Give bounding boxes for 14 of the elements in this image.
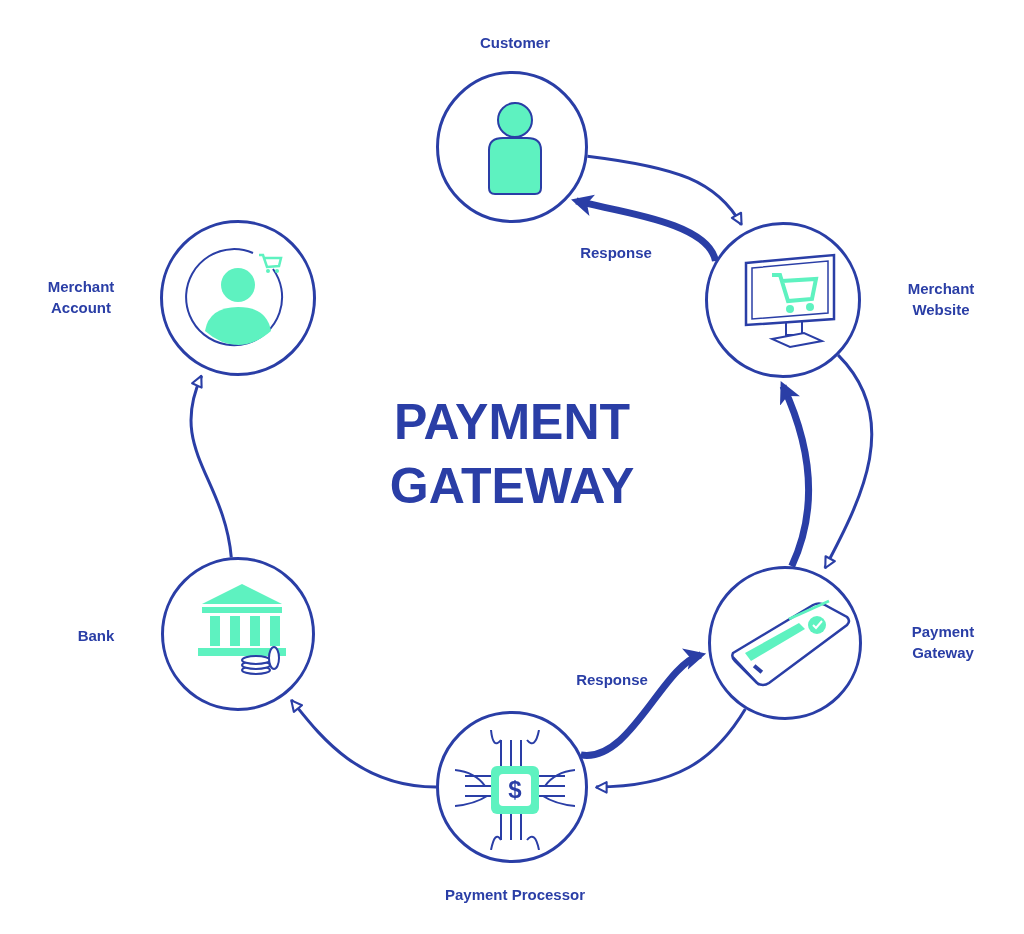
arrow [779,380,813,568]
node-label: Payment Gateway [910,622,976,663]
node-label: Merchant Website [906,279,976,320]
node-label: Customer [479,33,551,53]
node-label: Bank [76,626,116,646]
arrow [571,194,719,263]
arrow [595,708,747,793]
dollar-sign: $ [507,776,523,804]
arrow [189,375,233,558]
title: PAYMENT GATEWAY [388,393,636,516]
arrow [290,699,437,789]
arrow [580,651,706,759]
node-label: Merchant Account [46,277,116,318]
node-label: Payment Processor [443,885,587,905]
